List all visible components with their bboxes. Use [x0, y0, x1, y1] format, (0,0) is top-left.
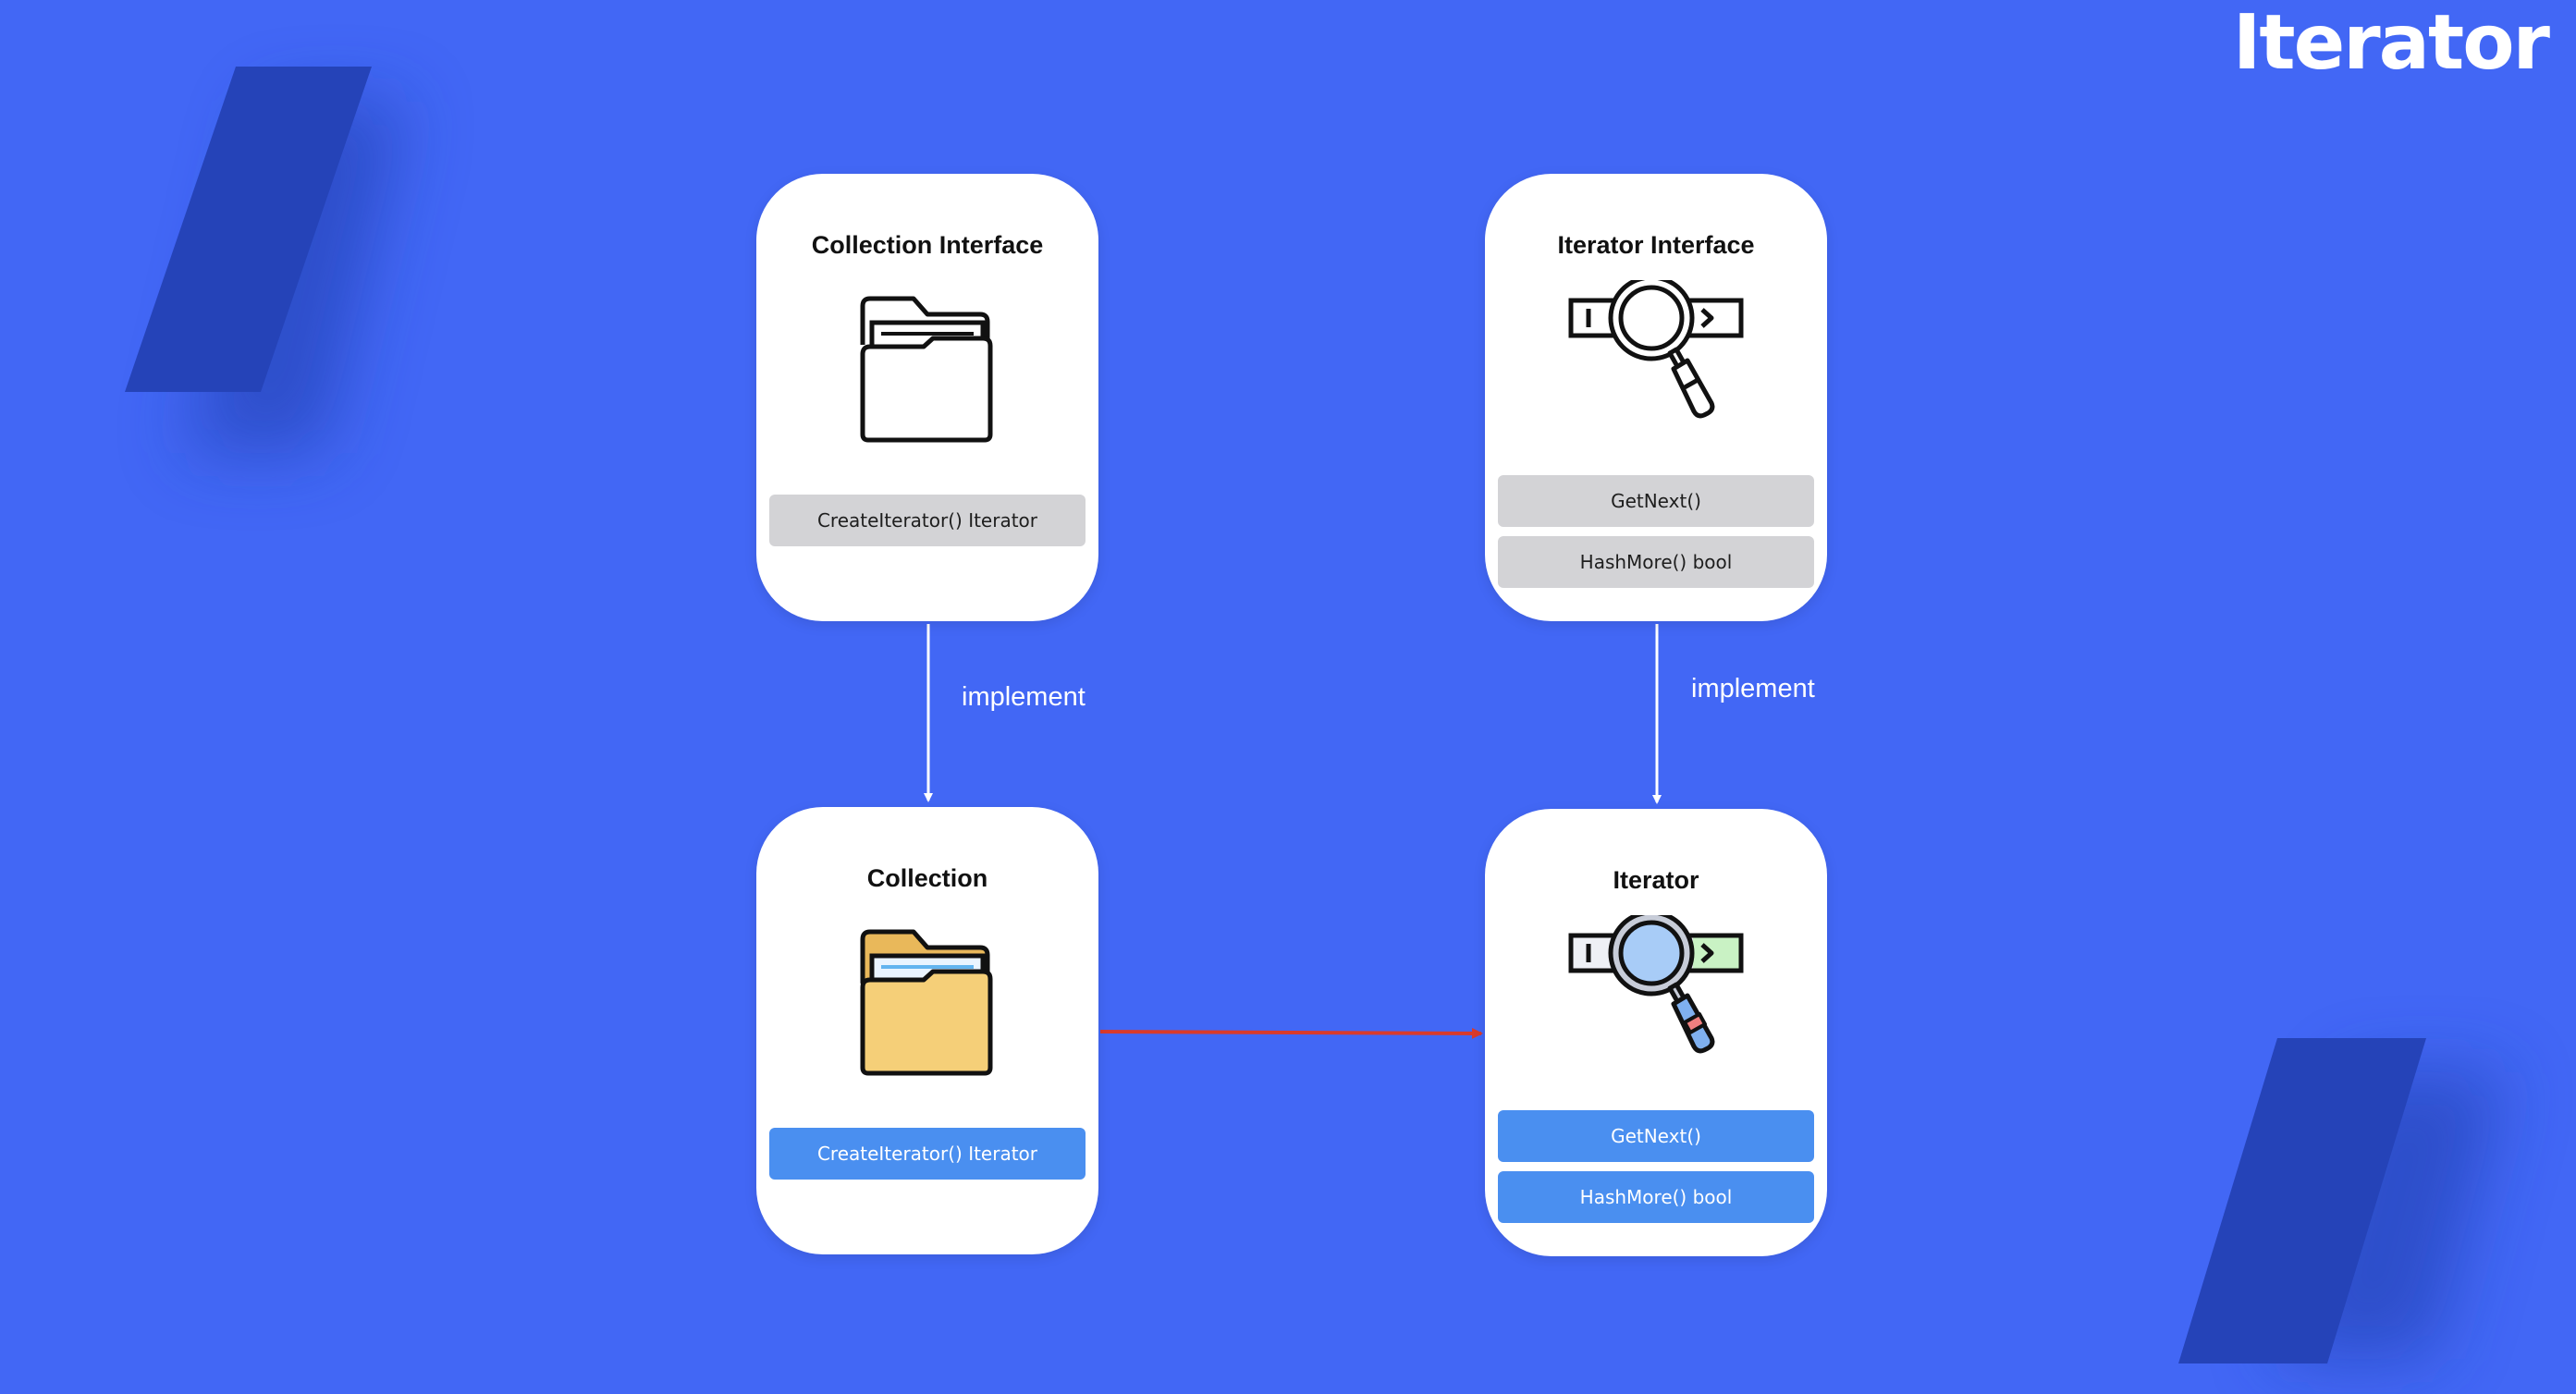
- card-title: Collection Interface: [811, 231, 1044, 259]
- collection-interface-card: Collection Interface CreateIterator() It…: [756, 174, 1098, 621]
- folder-outline-icon: [860, 296, 993, 443]
- method-get-next: GetNext(): [1498, 1110, 1814, 1162]
- card-title: Collection: [866, 864, 988, 892]
- creates-arrow: [1099, 1027, 1483, 1039]
- card-title: Iterator Interface: [1557, 231, 1755, 259]
- edge-label-left: implement: [962, 682, 1086, 712]
- card-title: Iterator: [1613, 866, 1699, 894]
- magnifier-iterator-outline-icon: [1568, 280, 1744, 419]
- method-create-iterator: CreateIterator() Iterator: [769, 1128, 1086, 1180]
- top-left-slant-bar: [125, 67, 372, 392]
- edge-label-right: implement: [1691, 674, 1815, 703]
- brand-title: Iterator: [2232, 0, 2550, 87]
- folder-color-icon: [860, 929, 993, 1076]
- magnifier-iterator-color-icon: [1568, 915, 1744, 1054]
- method-hash-more: HashMore() bool: [1498, 536, 1814, 588]
- method-create-iterator: CreateIterator() Iterator: [769, 495, 1086, 546]
- method-get-next: GetNext(): [1498, 475, 1814, 527]
- method-hash-more: HashMore() bool: [1498, 1171, 1814, 1223]
- bottom-right-slant-bar: [2178, 1038, 2426, 1363]
- iterator-interface-card: Iterator Interface GetNext() HashMore() …: [1485, 174, 1827, 621]
- iterator-card: Iterator GetNext() HashMore() bool: [1485, 809, 1827, 1256]
- collection-card: Collection CreateIterator() Iterator: [756, 807, 1098, 1254]
